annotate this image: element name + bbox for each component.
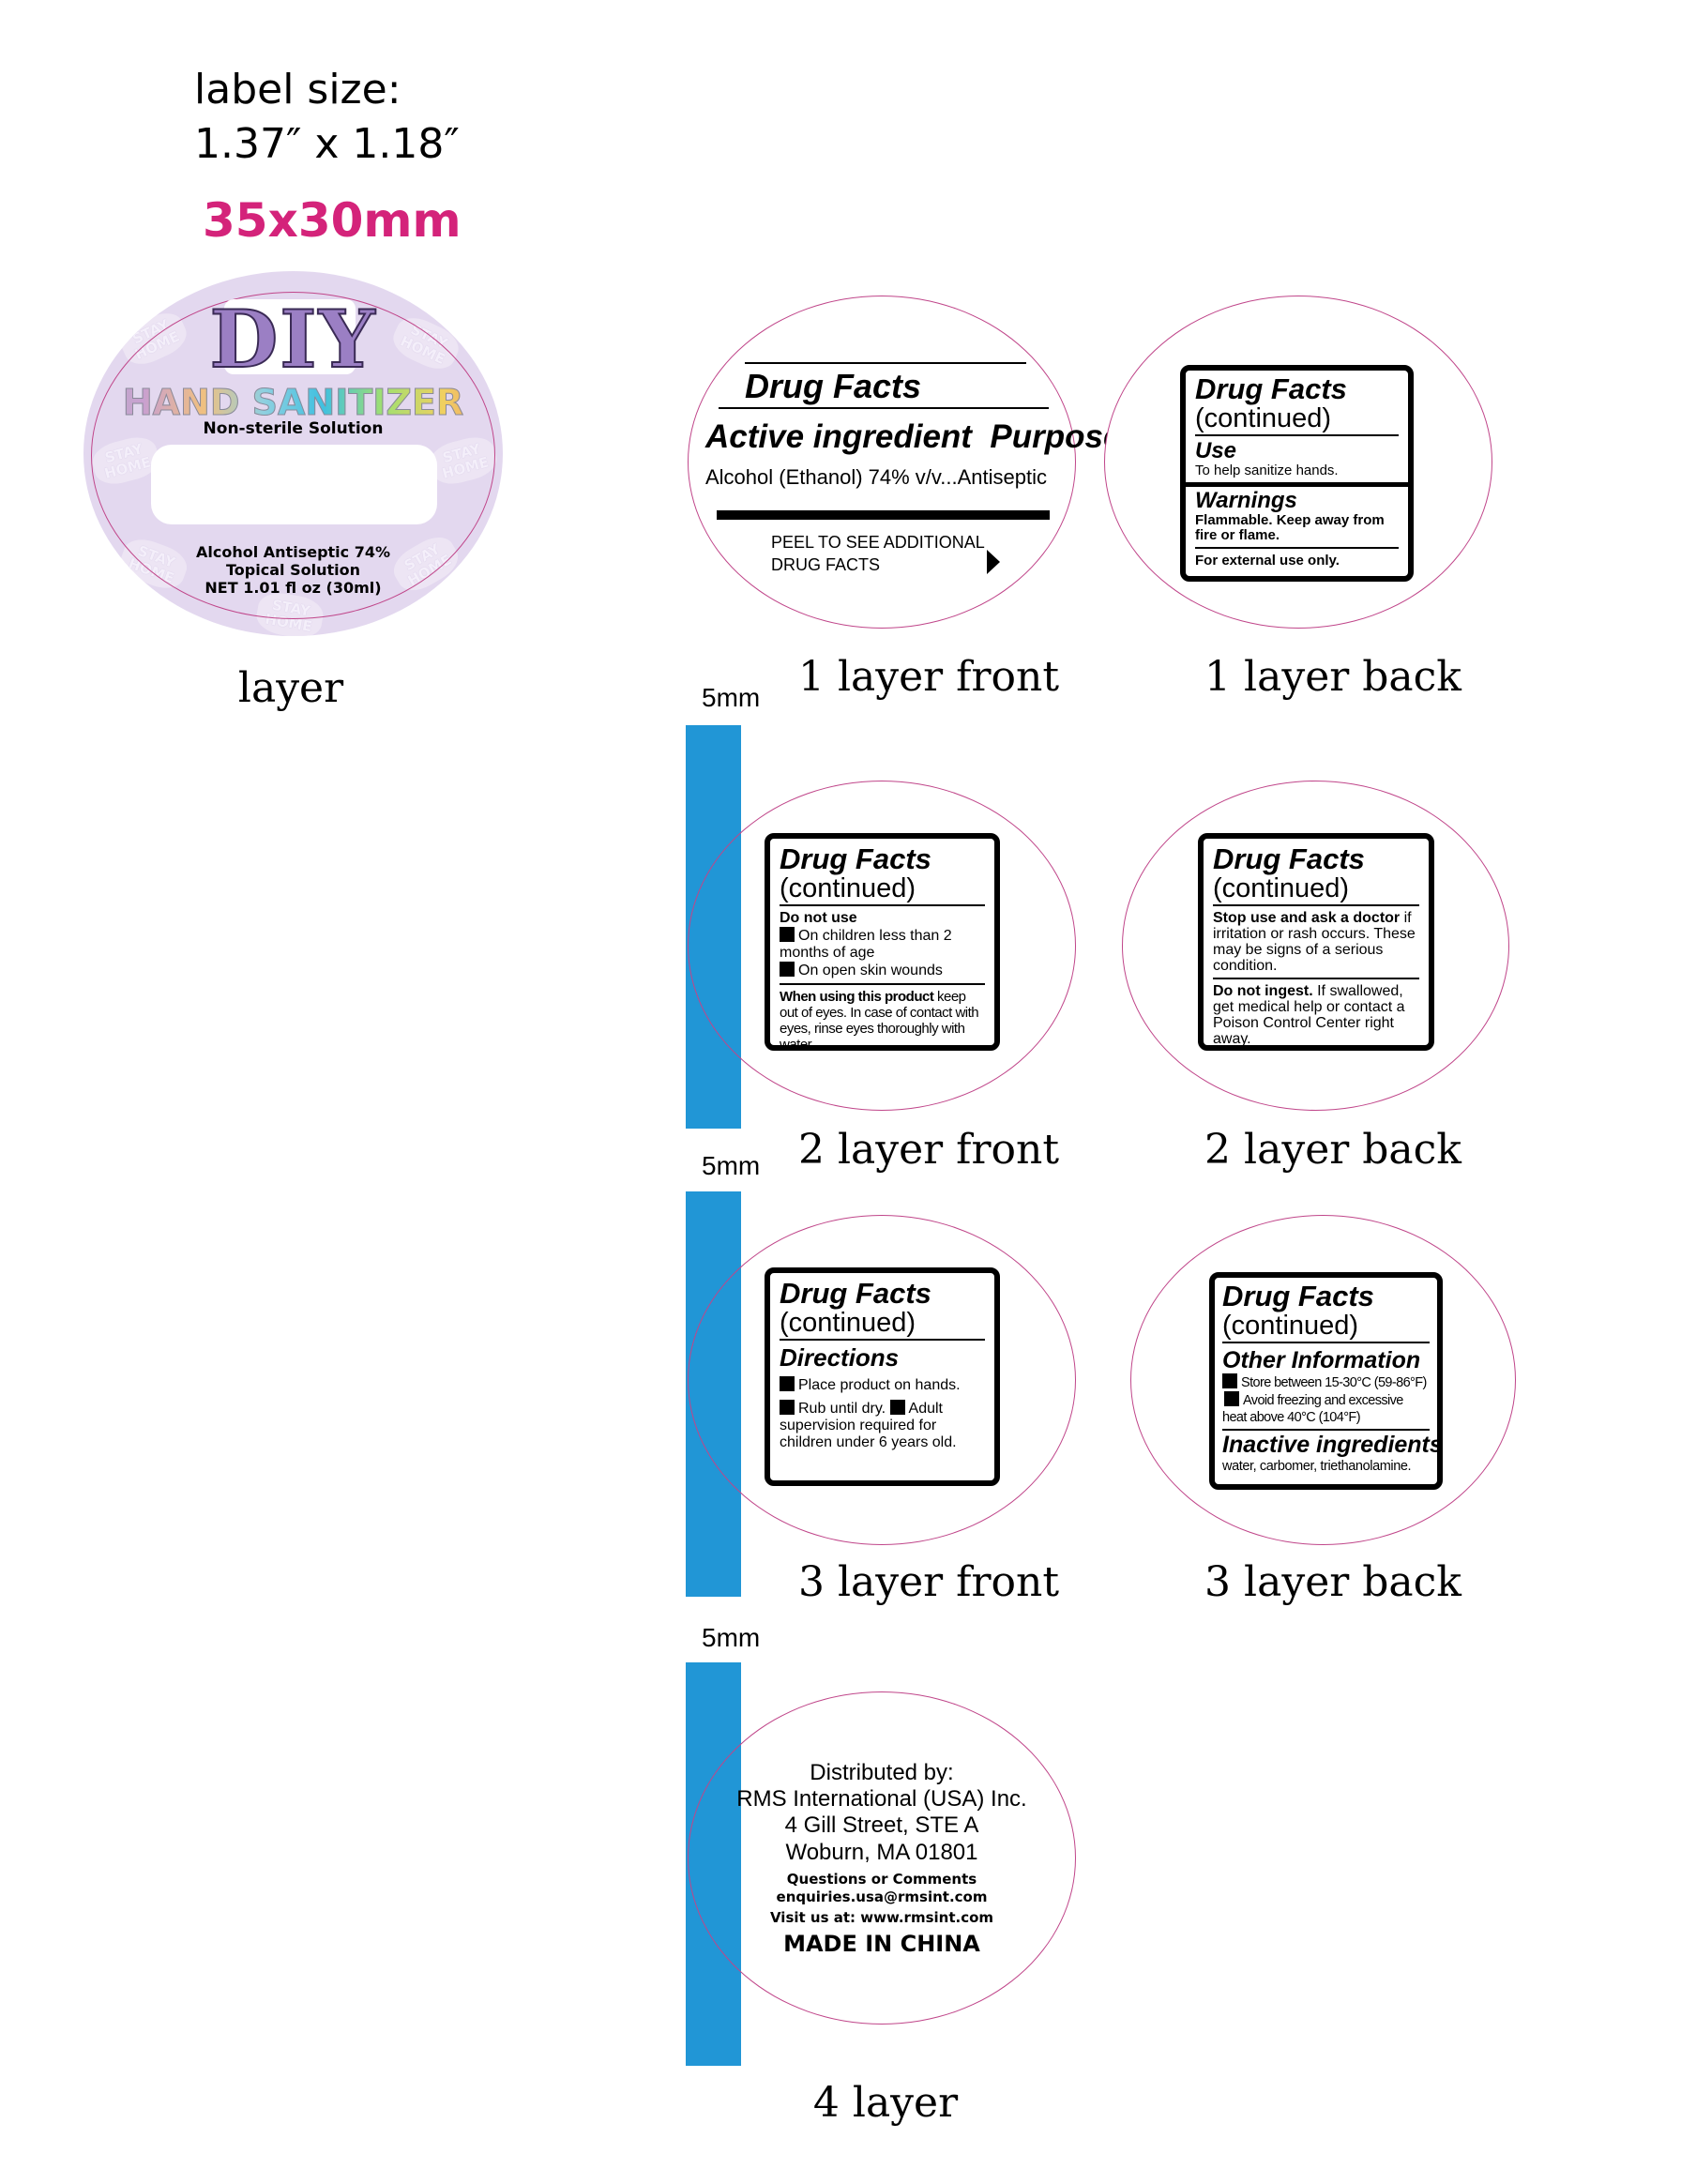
product-name: HAND SANITIZER	[83, 382, 503, 424]
continued-label: (continued)	[780, 1309, 985, 1341]
website: Visit us at: www.rmsint.com	[769, 1909, 994, 1926]
layer1-front-label: Drug Facts Active ingredient Purpose Alc…	[688, 296, 1121, 629]
distributed-by: Distributed by:	[810, 1760, 954, 1785]
caption-layer4: 4 layer	[812, 2079, 959, 2127]
layer2-front-label	[688, 781, 1076, 1111]
bullet-square-icon	[780, 927, 795, 942]
front-line-2: Topical Solution	[226, 561, 360, 579]
active-ingredient: Alcohol (Ethanol) 74% v/v...Antiseptic	[705, 465, 1047, 489]
drug-facts-title: Drug Facts	[1195, 372, 1347, 405]
inactive-ingredients-text: water, carbomer, triethanolamine.	[1222, 1459, 1412, 1474]
active-ingredient-heading: Active ingredient	[705, 418, 972, 455]
label-size-title: label size:	[194, 66, 401, 114]
caption-front: layer	[237, 664, 344, 712]
front-line-1: Alcohol Antiseptic 74%	[196, 543, 390, 561]
peel-line-2: DRUG FACTS	[771, 555, 881, 574]
use-text: To help sanitize hands.	[1195, 463, 1339, 478]
continued-label: (continued)	[1213, 874, 1419, 906]
drug-facts-title: Drug Facts	[1222, 1280, 1374, 1312]
street-address: 4 Gill Street, STE A	[784, 1812, 979, 1838]
layer3-front-label	[688, 1215, 1076, 1545]
continued-label: (continued)	[1222, 1312, 1430, 1343]
peel-line-1: PEEL TO SEE ADDITIONAL	[771, 533, 985, 552]
bullet-square-icon	[780, 1400, 795, 1415]
layer2-back-box: Drug Facts (continued) Stop use and ask …	[1198, 833, 1434, 1051]
when-using-text: keep out of eyes. In case of contact wit…	[780, 989, 979, 1053]
layer3-back-box: Drug Facts (continued) Other Information…	[1209, 1272, 1443, 1490]
storage-item: Store between 15-30°C (59-86°F)	[1241, 1375, 1427, 1390]
do-not-ingest-heading: Do not ingest.	[1213, 983, 1313, 999]
bullet-square-icon	[1222, 1373, 1237, 1388]
use-heading: Use	[1195, 438, 1237, 463]
do-not-use-heading: Do not use	[780, 910, 857, 926]
spacer-label-3: 5mm	[702, 1623, 761, 1652]
layer3-front-box: Drug Facts (continued) Directions Place …	[765, 1267, 1000, 1486]
directions-heading: Directions	[780, 1343, 900, 1372]
do-not-use-item: On children less than 2 months of age	[780, 928, 952, 961]
drug-facts-title: Drug Facts	[780, 842, 931, 875]
caption-layer1-front: 1 layer front	[797, 653, 1060, 701]
diy-logo: DIY	[208, 293, 377, 386]
front-line-3: NET 1.01 fl oz (30ml)	[204, 579, 382, 597]
layer1-back-box: Drug Facts (continued) Use To help sanit…	[1180, 365, 1414, 582]
blank-label-area	[151, 445, 437, 524]
do-not-use-item: On open skin wounds	[798, 963, 943, 978]
direction-item: Rub until dry.	[798, 1401, 886, 1417]
drug-facts-title: Drug Facts	[1213, 842, 1365, 875]
drug-facts-title: Drug Facts	[745, 367, 922, 405]
continued-label: (continued)	[1195, 404, 1399, 436]
questions-label: Questions or Comments	[786, 1871, 977, 1888]
caption-layer2-back: 2 layer back	[1204, 1126, 1461, 1174]
subtitle: Non-sterile Solution	[203, 419, 384, 438]
contact-email: enquiries.usa@rmsint.com	[776, 1888, 988, 1905]
city-state-zip: Woburn, MA 01801	[785, 1840, 978, 1865]
warning-external: For external use only.	[1195, 553, 1340, 569]
direction-item: Place product on hands.	[798, 1377, 961, 1393]
caption-layer2-front: 2 layer front	[797, 1126, 1060, 1174]
direction-item: Adult supervision required for children …	[780, 1401, 957, 1450]
caption-layer3-back: 3 layer back	[1204, 1558, 1461, 1606]
company-name: RMS International (USA) Inc.	[736, 1786, 1027, 1812]
caption-layer3-front: 3 layer front	[797, 1558, 1060, 1606]
label-size-inches: 1.37″ x 1.18″	[194, 120, 460, 168]
when-using-heading: When using this product	[780, 989, 934, 1005]
storage-item: Avoid freezing and excessive heat above …	[1222, 1393, 1403, 1425]
die-line	[91, 292, 495, 619]
bullet-square-icon	[889, 1400, 905, 1415]
layer2-front-box: Drug Facts (continued) Do not use On chi…	[765, 833, 1000, 1053]
other-information-heading: Other Information	[1222, 1347, 1421, 1373]
purpose-heading: Purpose	[990, 418, 1122, 455]
stop-use-text: if irritation or rash occurs. These may …	[1213, 910, 1416, 974]
warnings-heading: Warnings	[1195, 488, 1297, 513]
bullet-square-icon	[780, 962, 795, 977]
layer4-label: Distributed by: RMS International (USA) …	[688, 1691, 1076, 2025]
label-size-mm: 35x30mm	[203, 193, 462, 248]
do-not-ingest-text: If swallowed, get medical help or contac…	[1213, 983, 1405, 1047]
caption-layer1-back: 1 layer back	[1204, 653, 1461, 701]
front-label: STAY HOME STAY HOME STAY HOME STAY HOME …	[83, 271, 503, 636]
drug-facts-title: Drug Facts	[780, 1277, 931, 1310]
inactive-ingredients-heading: Inactive ingredients	[1222, 1432, 1443, 1458]
spacer-label-1: 5mm	[702, 683, 761, 712]
continued-label: (continued)	[780, 874, 985, 906]
bullet-square-icon	[1224, 1391, 1239, 1406]
arrow-right-icon	[987, 550, 1000, 574]
spacer-label-2: 5mm	[702, 1151, 761, 1180]
made-in-china: MADE IN CHINA	[783, 1931, 980, 1957]
bullet-square-icon	[780, 1376, 795, 1391]
divider	[717, 510, 1050, 520]
stop-use-heading: Stop use and ask a doctor	[1213, 910, 1401, 926]
warning-flammable: Flammable. Keep away from fire or flame.	[1195, 512, 1385, 543]
